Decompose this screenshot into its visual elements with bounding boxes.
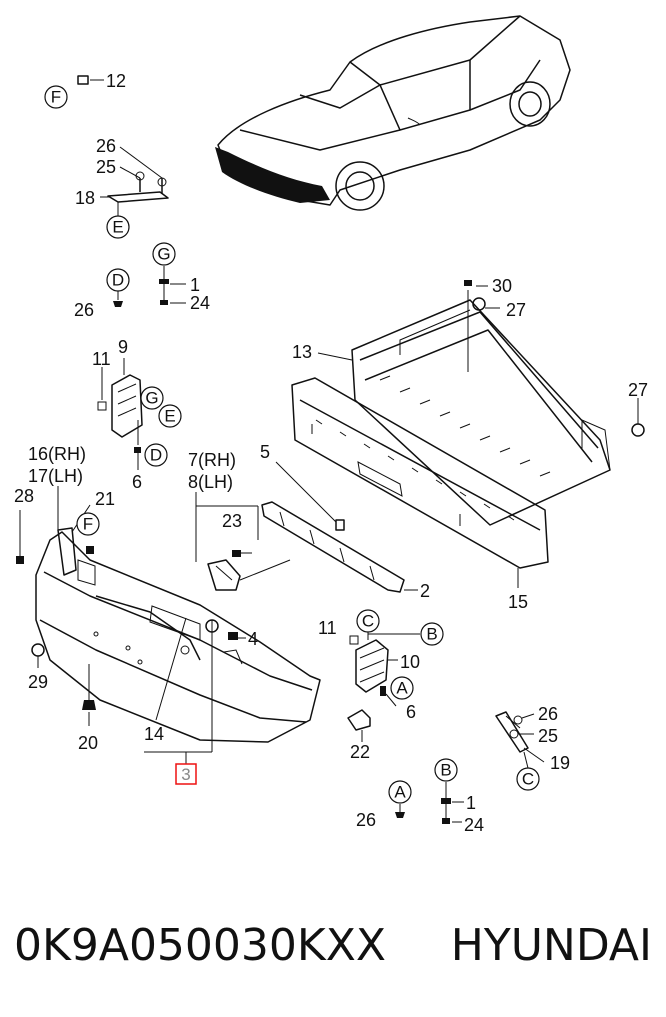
leader-14-3 [144, 617, 213, 764]
label-26-right: 26 [538, 704, 558, 724]
label-14: 14 [144, 724, 164, 744]
highlighted-part-3: 3 [175, 763, 197, 785]
ref-circle-F-mid: F [76, 512, 100, 536]
part-number: 0K9A050030KXX [14, 919, 387, 971]
clip-22 [347, 709, 371, 742]
label-20: 20 [78, 733, 98, 753]
bumper-beam-13 [317, 280, 611, 526]
label-12: 12 [106, 71, 126, 91]
ref-circle-D-mid: D [144, 443, 168, 467]
ref-circle-G-mid: G [140, 386, 164, 410]
label-24-top: 24 [190, 293, 210, 313]
label-5: 5 [260, 442, 270, 462]
label-7-rh: 7(RH) [188, 450, 236, 470]
ref-circle-G-top: G [152, 242, 176, 266]
label-28: 28 [14, 486, 34, 506]
svg-text:A: A [394, 783, 406, 802]
label-6-right: 6 [406, 702, 416, 722]
bracket-9 [97, 358, 143, 470]
clip-29 [31, 643, 45, 668]
label-25-top: 25 [96, 157, 116, 177]
label-27-top: 27 [506, 300, 526, 320]
car-illustration [215, 15, 571, 211]
bracket-19 [495, 711, 545, 769]
brand-name: HYUNDAI [450, 919, 652, 971]
caption-bar: 0K9A050030KXX HYUNDAI [0, 905, 666, 985]
bumper-cover-3 [35, 531, 321, 743]
svg-text:A: A [396, 679, 408, 698]
svg-text:D: D [150, 446, 162, 465]
svg-text:F: F [83, 515, 93, 534]
label-13: 13 [292, 342, 312, 362]
label-19: 19 [550, 753, 570, 773]
label-11-right: 11 [318, 618, 337, 638]
svg-text:D: D [112, 271, 124, 290]
svg-text:B: B [440, 761, 451, 780]
label-16-rh: 16(RH) [28, 444, 86, 464]
label-26-mid: 26 [74, 300, 94, 320]
label-2: 2 [420, 581, 430, 601]
ref-circle-B-bottom: B [434, 758, 458, 782]
label-21: 21 [95, 489, 115, 509]
clip-20 [82, 664, 96, 726]
label-26-bottom: 26 [356, 810, 376, 830]
bracket-18 [100, 146, 169, 216]
nut-26-bottom [395, 804, 405, 818]
label-10: 10 [400, 652, 420, 672]
svg-text:C: C [522, 770, 534, 789]
exploded-parts-diagram: F 12 26 25 18 E G 1 24 D 26 [14, 15, 648, 835]
nut-26-top [113, 301, 123, 307]
svg-text:G: G [157, 245, 170, 264]
ref-circle-C-mid: C [356, 609, 380, 633]
label-22: 22 [350, 742, 370, 762]
ref-circle-A-bottom: A [388, 780, 412, 804]
svg-text:G: G [145, 389, 158, 408]
label-26-top: 26 [96, 136, 116, 156]
svg-text:E: E [112, 218, 123, 237]
clip-21 [77, 546, 96, 586]
label-9: 9 [118, 337, 128, 357]
label-15: 15 [508, 592, 528, 612]
label-27-right: 27 [628, 380, 648, 400]
screws-1-24-bottom [441, 782, 464, 824]
ref-circle-C-bottom: C [516, 767, 540, 791]
svg-text:E: E [164, 407, 175, 426]
absorber-15 [291, 377, 549, 588]
ref-circle-E-mid: E [158, 404, 182, 428]
label-1-top: 1 [190, 275, 200, 295]
clip-27-right [631, 398, 645, 437]
svg-text:F: F [51, 88, 61, 107]
label-18: 18 [75, 188, 95, 208]
ref-circle-D-top: D [106, 268, 130, 292]
label-4: 4 [248, 629, 258, 649]
label-17-lh: 17(LH) [28, 466, 83, 486]
label-30: 30 [492, 276, 512, 296]
ref-circle-B-mid: B [420, 622, 444, 646]
label-24-bottom: 24 [464, 815, 484, 835]
label-11-left: 11 [92, 349, 111, 369]
screws-1-24-top [159, 266, 186, 305]
bracket-10 [349, 620, 420, 707]
svg-text:B: B [426, 625, 437, 644]
ref-circle-E-top: E [106, 215, 130, 239]
svg-text:3: 3 [181, 765, 190, 784]
label-1-bottom: 1 [466, 793, 476, 813]
bracket-2 [261, 461, 418, 593]
ref-circle-F-top: F [44, 85, 68, 109]
label-6-left: 6 [132, 472, 142, 492]
clip-12 [77, 75, 104, 85]
label-25-right: 25 [538, 726, 558, 746]
bracket-7-8 [195, 492, 291, 591]
ref-circle-A-mid: A [390, 676, 414, 700]
label-23: 23 [222, 511, 242, 531]
clip-4 [205, 619, 246, 665]
label-29: 29 [28, 672, 48, 692]
svg-text:C: C [362, 612, 374, 631]
label-8-lh: 8(LH) [188, 472, 233, 492]
